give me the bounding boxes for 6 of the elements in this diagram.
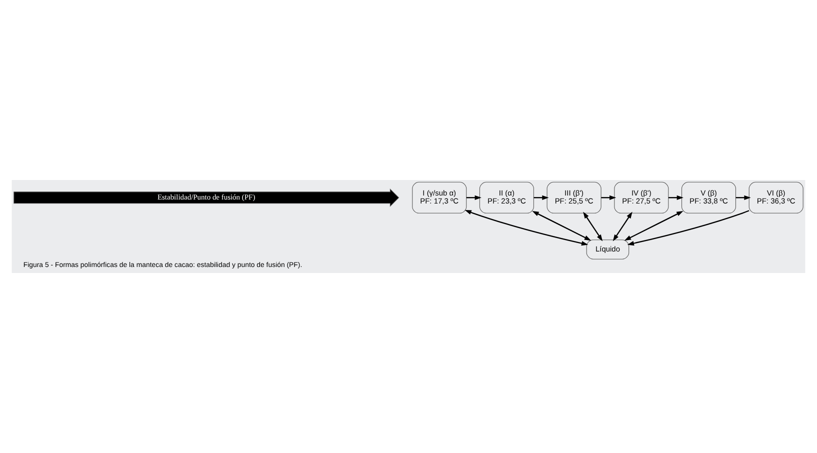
arrow [532, 210, 592, 241]
arrow [624, 210, 684, 241]
arrow [612, 212, 632, 242]
arrow [583, 212, 603, 242]
arrow [464, 210, 588, 246]
arrow [627, 210, 750, 246]
